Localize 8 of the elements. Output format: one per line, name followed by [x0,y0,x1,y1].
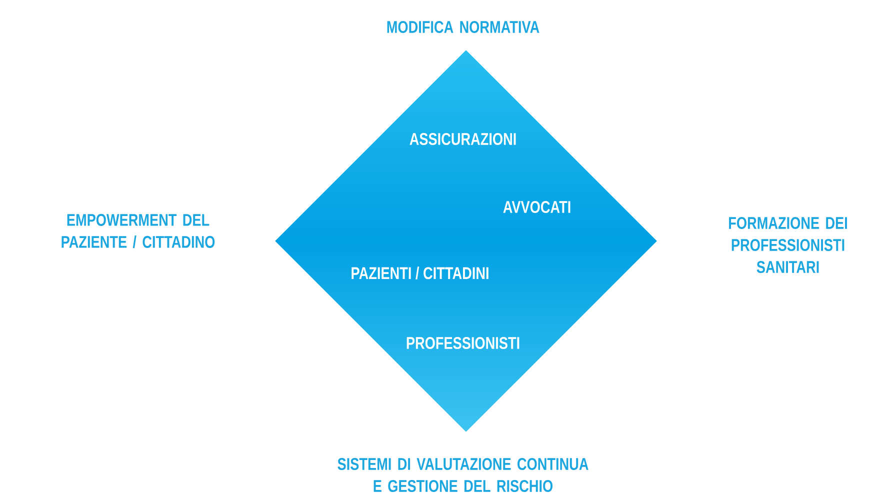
axis-label: SISTEMI DI VALUTAZIONE CONTINUA E GESTIONE DEL RISCHIO [338,458,588,492]
axis-label: MODIFICA NORMATIVA [387,20,540,34]
diamond-text: ASSICURAZIONI [410,132,516,146]
axis-label: FORMAZIONE DEI PROFESSIONISTI SANITARI [729,216,847,274]
diamond-text: AVVOCATI [503,200,570,214]
diamond-text: PAZIENTI / CITTADINI [352,266,488,280]
axis-label: EMPOWERMENT DEL PAZIENTE / CITTADINO [62,214,215,248]
diamond-text: PROFESSIONISTI [406,336,520,350]
